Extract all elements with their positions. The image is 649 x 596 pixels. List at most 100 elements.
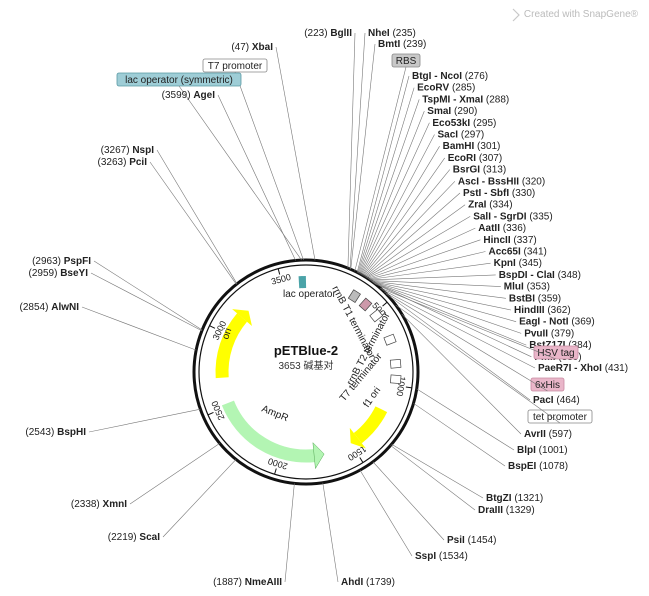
site-label: PvuII (379) (373, 282, 574, 339)
site-label: PsiI (1454) (372, 461, 496, 546)
site-label: Eco53kI (295) (359, 118, 496, 275)
site-text: AatII (336) (478, 223, 526, 234)
site-number: (2543) (25, 427, 57, 438)
site-name: AgeI (193, 90, 215, 101)
leader-line (178, 85, 302, 261)
leader-line (381, 289, 536, 369)
plasmid-size: 3653 碱基对 (278, 359, 333, 372)
ampr-arrowhead (312, 441, 325, 470)
leader-line (363, 169, 451, 276)
site-label: BtgZI (1321) (391, 444, 543, 504)
site-name: PciI (129, 157, 147, 168)
site-label: EcoRI (307) (362, 153, 502, 276)
feature-label-0: ori (220, 327, 234, 341)
tag-label: HSV tag (537, 348, 574, 359)
site-text: HindIII (362) (514, 305, 571, 316)
site-number: (335) (529, 211, 552, 222)
site-number: (334) (489, 200, 512, 211)
site-name: PspFI (64, 256, 91, 267)
site-number: (301) (477, 141, 500, 152)
site-text: (2959) BseYI (29, 268, 89, 279)
site-text: BlpI (1001) (517, 445, 568, 456)
tick-mark (207, 412, 214, 416)
site-number: (235) (392, 28, 415, 39)
site-name: AvrII (524, 429, 549, 440)
site-label: HindIII (362) (371, 281, 571, 316)
site-number: (3263) (98, 157, 130, 168)
site-text: HincII (337) (483, 235, 536, 246)
site-number: (2963) (32, 256, 64, 267)
site-number: (353) (527, 282, 550, 293)
leader-line (359, 469, 413, 557)
leader-line (374, 283, 532, 358)
site-name: BseYI (60, 268, 88, 279)
site-label: (1887) NmeAIII (213, 483, 295, 588)
site-label: (3267) NspI (101, 145, 238, 284)
site-text: BtgZI (1321) (486, 493, 543, 504)
tick-mark (274, 468, 277, 475)
site-name: NheI (368, 28, 392, 39)
leader-line (347, 32, 356, 269)
leader-line (369, 274, 496, 281)
site-text: PvuII (379) (524, 328, 574, 339)
backbone-outer (192, 258, 420, 486)
leader-line (384, 291, 548, 392)
feature-label-1: AmpR (260, 404, 290, 425)
site-label: (47) XbaI (231, 42, 316, 261)
leader-line (368, 251, 486, 280)
site-name: SspI (415, 551, 439, 562)
site-label: TspMI - XmaI (288) (358, 94, 509, 274)
site-label: BspEI (1078) (413, 403, 568, 472)
site-name: BspEI (508, 461, 539, 472)
site-number: (1739) (366, 577, 395, 588)
site-name: TspMI - XmaI (422, 94, 486, 105)
site-number: (362) (547, 305, 570, 316)
site-name: PvuII (524, 328, 551, 339)
site-name: AhdI (341, 577, 366, 588)
site-text: EcoRV (285) (417, 83, 475, 94)
site-label: AhdI (1739) (322, 482, 395, 588)
site-label: PacI (464) (386, 293, 580, 406)
feature-box (358, 297, 373, 312)
site-name: BmtI (378, 39, 403, 50)
site-name: HincII (483, 235, 513, 246)
site-text: NheI (235) (368, 28, 416, 39)
snapgene-watermark: Created with SnapGene® (524, 9, 639, 20)
site-number: (1001) (539, 445, 568, 456)
ori-arrowhead (232, 309, 252, 326)
site-label: NheI (235) (349, 28, 416, 270)
site-name: XmnI (103, 499, 128, 510)
site-number: (2338) (71, 499, 103, 510)
site-name: KpnI (494, 258, 519, 269)
site-label: BspDI - ClaI (348) (369, 270, 581, 281)
site-text: (47) XbaI (231, 42, 273, 53)
leader-line (356, 75, 410, 273)
site-number: (313) (483, 165, 506, 176)
site-name: EcoRV (417, 83, 452, 94)
tick-mark (405, 386, 412, 389)
feature-label-2: lac operator (283, 289, 336, 300)
site-label: SacI (297) (360, 130, 484, 275)
leader-line (354, 66, 407, 272)
leader-line (357, 87, 415, 273)
site-text: BstBI (359) (509, 293, 561, 304)
site-text: BtgI - NcoI (276) (412, 71, 488, 82)
leader-line (359, 122, 430, 275)
site-label: SalI - SgrDI (335) (366, 211, 553, 278)
site-number: (2959) (29, 268, 61, 279)
site-text: (223) BglII (304, 28, 352, 39)
site-number: (348) (558, 270, 581, 281)
leader-line (365, 204, 466, 278)
site-number: (288) (486, 94, 509, 105)
site-text: BmtI (239) (378, 39, 426, 50)
site-name: PstI - SbfI (463, 188, 512, 199)
tick-mark (209, 325, 216, 329)
site-number: (307) (479, 153, 502, 164)
site-number: (3267) (101, 145, 133, 156)
site-label: BmtI (239) (350, 39, 426, 270)
site-name: BspHI (57, 427, 86, 438)
site-text: MluI (353) (504, 282, 550, 293)
leader-line (386, 293, 531, 401)
site-text: (2219) ScaI (108, 532, 160, 543)
